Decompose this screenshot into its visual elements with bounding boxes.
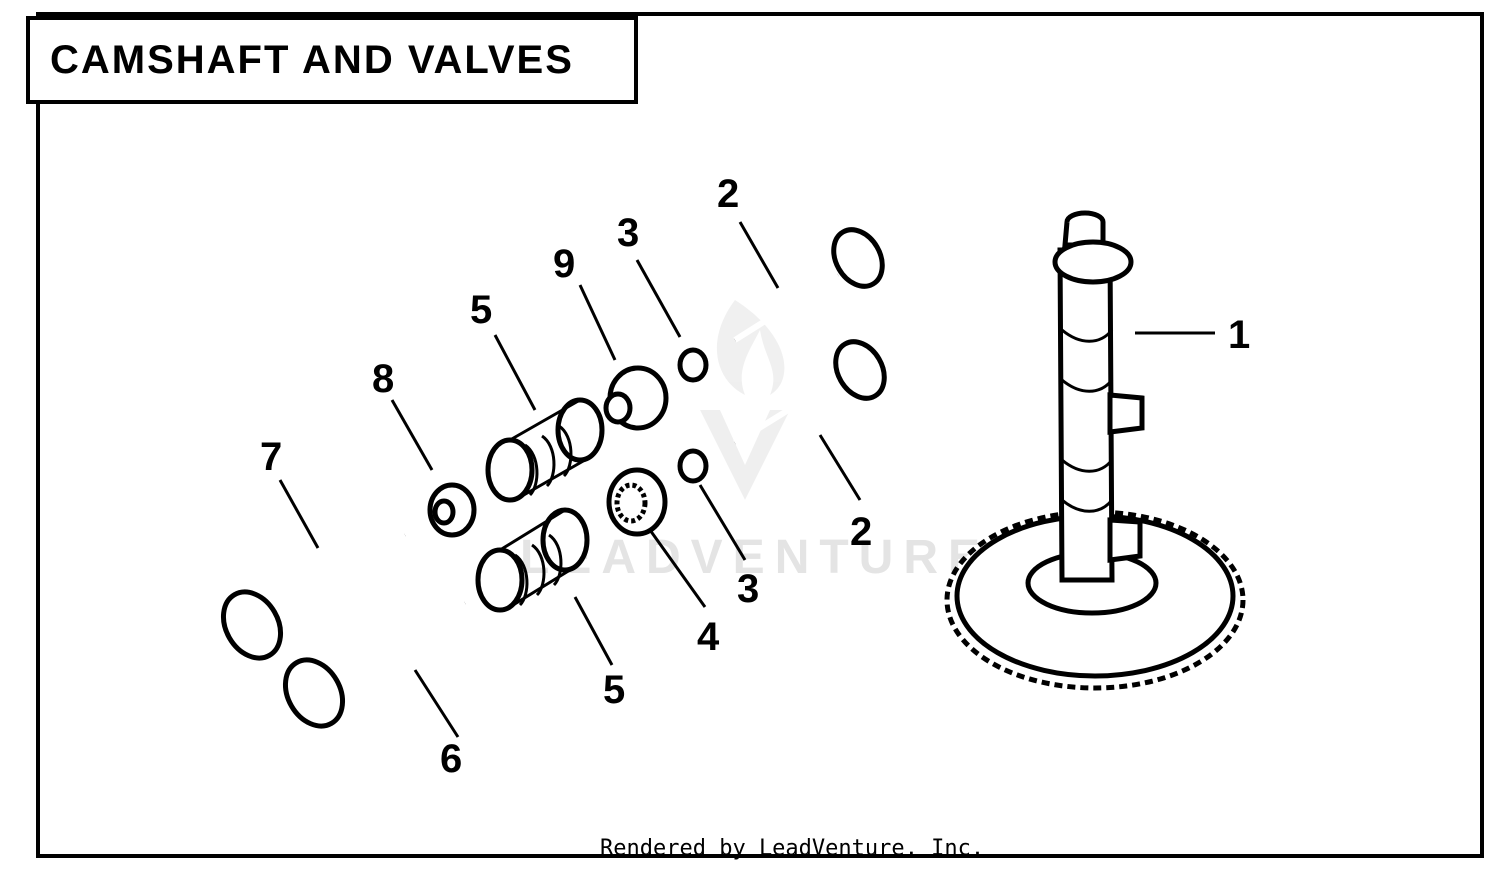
watermark-text: LEADVENTURE xyxy=(520,531,990,584)
valve-rotator xyxy=(606,467,668,537)
callout-4: 4 xyxy=(697,615,720,659)
callout-5-upper: 5 xyxy=(470,288,492,332)
render-credit: Rendered by LeadVenture, Inc. xyxy=(600,836,985,861)
diagram-title: CAMSHAFT AND VALVES xyxy=(50,38,574,82)
camshaft-part xyxy=(944,210,1246,691)
intake-valve xyxy=(282,600,467,729)
watermark-logo xyxy=(700,300,790,500)
valve-stem-seal xyxy=(427,482,477,538)
title-box: CAMSHAFT AND VALVES xyxy=(26,16,638,104)
upper-intake-valve xyxy=(733,227,885,343)
callout-6: 6 xyxy=(440,737,462,781)
valve-keeper-upper xyxy=(677,347,709,383)
valve-spring-lower xyxy=(475,507,590,613)
callout-5-lower: 5 xyxy=(603,668,625,712)
spring-retainer xyxy=(603,365,669,431)
callout-9: 9 xyxy=(553,242,575,286)
callout-2-lower: 2 xyxy=(850,510,872,554)
valve-keeper-lower xyxy=(677,448,709,484)
upper-exhaust-valve xyxy=(733,339,887,446)
exhaust-valve xyxy=(220,532,407,661)
diagram-frame xyxy=(36,12,1484,858)
callout-7: 7 xyxy=(260,435,282,479)
leader-lines xyxy=(278,221,1215,738)
valve-spring-upper xyxy=(485,397,605,503)
callout-3-lower: 3 xyxy=(737,567,759,611)
callout-8: 8 xyxy=(372,357,394,401)
callout-1: 1 xyxy=(1228,313,1250,357)
callout-3-upper: 3 xyxy=(617,211,639,255)
callout-2-upper: 2 xyxy=(717,172,739,216)
